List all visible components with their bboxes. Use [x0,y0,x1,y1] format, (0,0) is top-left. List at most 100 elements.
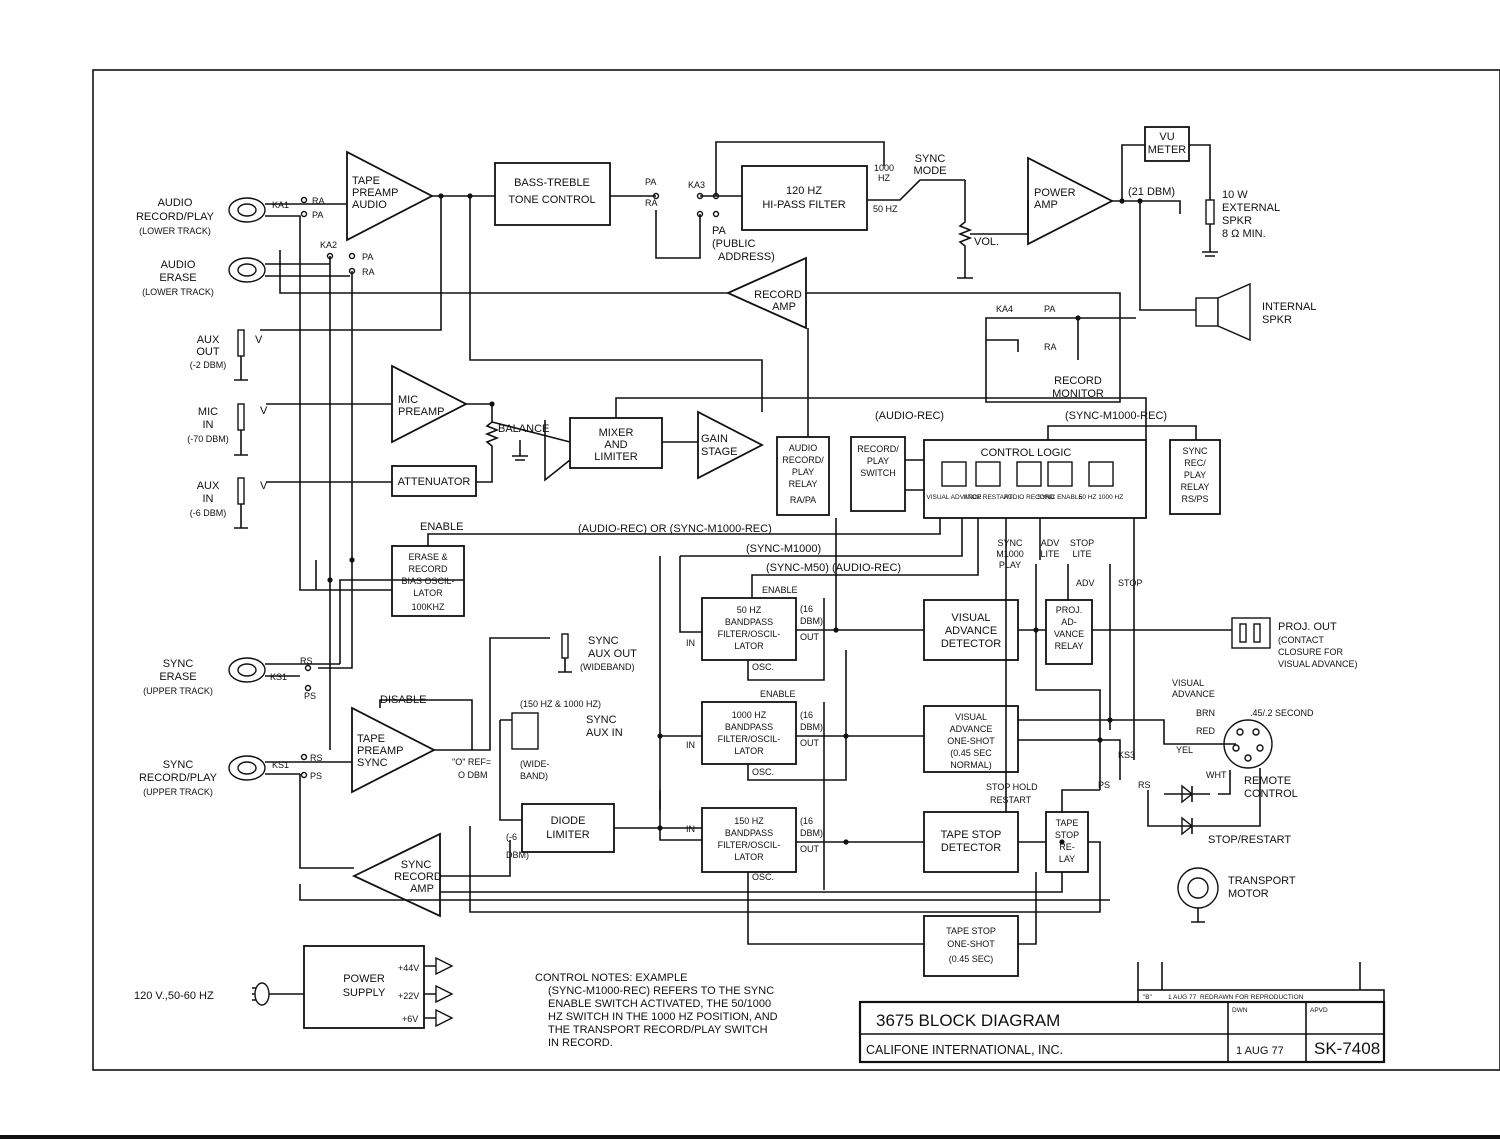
svg-text:10 W: 10 W [1222,189,1248,201]
svg-text:WHT: WHT [1206,770,1227,780]
internal-speaker-icon [1195,282,1251,342]
svg-text:BRN: BRN [1196,708,1215,718]
svg-text:1000 HZ: 1000 HZ [732,710,767,720]
mic-in-label-3: (-70 DBM) [187,434,229,444]
svg-text:KA2: KA2 [320,240,337,250]
diode-limiter: DIODE LIMITER (-6 DBM) [506,803,615,860]
svg-text:STOP/RESTART: STOP/RESTART [1208,834,1291,846]
svg-text:120 HZ: 120 HZ [786,185,822,197]
power-supply: POWER SUPPLY +44V +22V +6V 120 V.,50-60 … [134,945,454,1029]
svg-text:RELAY: RELAY [1181,482,1210,492]
svg-text:RS: RS [300,656,313,666]
svg-text:EXTERNAL: EXTERNAL [1222,202,1280,214]
svg-text:SPKR: SPKR [1262,314,1292,326]
tape-preamp-audio: TAPE PREAMP AUDIO [346,150,434,242]
svg-text:IN: IN [686,824,695,834]
svg-text:BANDPASS: BANDPASS [725,617,773,627]
svg-text:KS3: KS3 [1118,750,1135,760]
svg-text:PLAY: PLAY [867,456,889,466]
svg-text:DIODE: DIODE [551,815,586,827]
svg-text:AUDIO RECORD: AUDIO RECORD [1004,494,1055,501]
remote-control-connector: VISUAL ADVANCE .45/.2 SECOND BRN RED YEL… [986,678,1314,846]
audio-erase-label-3: (LOWER TRACK) [142,287,214,297]
svg-text:OUT: OUT [800,632,820,642]
company-name: CALIFONE INTERNATIONAL, INC. [866,1043,1063,1057]
svg-text:SYNC: SYNC [915,153,946,165]
sync-record-amp: SYNC RECORD AMP [351,832,442,918]
svg-text:ADV: ADV [1041,538,1060,548]
transport-motor-icon: TRANSPORT MOTOR [1177,867,1296,923]
sync-erase-label-2: ERASE [159,671,196,683]
svg-text:REC/: REC/ [1184,458,1206,468]
record-amp: RECORD AMP [725,256,807,330]
svg-text:METER: METER [1148,144,1187,156]
svg-text:(CONTACT: (CONTACT [1278,635,1324,645]
svg-text:(16: (16 [800,604,813,614]
svg-text:VISUAL: VISUAL [951,612,990,624]
svg-text:KS1: KS1 [272,760,289,770]
svg-text:SYNC: SYNC [586,714,617,726]
erase-bias-oscillator: ERASE & RECORD BIAS OSCIL- LATOR 100KHZ [391,545,465,617]
svg-text:STOP RESTART: STOP RESTART [963,494,1012,501]
svg-text:8 Ω MIN.: 8 Ω MIN. [1222,228,1266,240]
svg-text:RECORD: RECORD [408,564,448,574]
sync-rec-play-label-2: RECORD/PLAY [139,772,218,784]
diode-symbols [1164,784,1210,836]
svg-text:(SYNC-M1000): (SYNC-M1000) [746,543,821,555]
svg-text:RA: RA [362,267,375,277]
sync-erase-jack: SYNC ERASE (UPPER TRACK) [143,657,340,696]
svg-text:REDRAWN FOR REPRODUCTION: REDRAWN FOR REPRODUCTION [1200,994,1304,1001]
bandpass-1000hz: 1000 HZ BANDPASS FILTER/OSCIL- LATOR [701,701,797,765]
svg-text:OSC.: OSC. [752,767,774,777]
svg-text:OUT: OUT [800,738,820,748]
svg-text:"B": "B" [1143,994,1153,1001]
svg-text:PREAMP: PREAMP [398,406,444,418]
svg-text:KA1: KA1 [272,200,289,210]
svg-text:VISUAL ADVANCE): VISUAL ADVANCE) [1278,659,1358,669]
svg-text:PLAY: PLAY [999,560,1021,570]
svg-text:DETECTOR: DETECTOR [941,638,1001,650]
svg-text:TAPE STOP: TAPE STOP [946,926,996,936]
svg-text:ONE-SHOT: ONE-SHOT [947,939,995,949]
svg-text:50 HZ 1000 HZ: 50 HZ 1000 HZ [1079,494,1123,501]
svg-text:(WIDEBAND): (WIDEBAND) [580,662,635,672]
mic-in-jack: V MIC IN (-70 DBM) [187,403,268,456]
svg-text:(SYNC-M50) (AUDIO-REC): (SYNC-M50) (AUDIO-REC) [766,562,901,574]
svg-text:50 HZ: 50 HZ [873,204,898,214]
svg-text:RECORD: RECORD [394,871,442,883]
svg-text:1 AUG 77: 1 AUG 77 [1168,994,1197,1001]
svg-text:SYNC: SYNC [401,859,432,871]
mains-label: 120 V.,50-60 HZ [134,990,214,1002]
aux-in-jack: V AUX IN (-6 DBM) [190,477,268,529]
drawing-border [92,69,1500,1071]
svg-text:DBM): DBM) [506,850,529,860]
svg-text:KA4: KA4 [996,304,1013,314]
svg-text:AD-: AD- [1061,617,1077,627]
svg-text:PA: PA [1044,304,1055,314]
svg-text:TAPE: TAPE [352,175,380,187]
svg-text:VISUAL: VISUAL [1172,678,1204,688]
svg-text:BALANCE: BALANCE [498,423,549,435]
svg-text:RECORD/: RECORD/ [782,455,824,465]
diagram-title: 3675 BLOCK DIAGRAM [876,1011,1060,1030]
svg-text:(SYNC-M1000-REC) REFERS TO THE: (SYNC-M1000-REC) REFERS TO THE SYNC [548,985,774,997]
svg-text:STOP: STOP [1055,830,1079,840]
svg-text:RA: RA [645,198,658,208]
svg-text:SYNC ENABLE: SYNC ENABLE [1037,494,1083,501]
svg-text:LAY: LAY [1059,854,1075,864]
svg-text:50 HZ: 50 HZ [737,605,762,615]
visual-advance-button [941,461,967,487]
svg-text:HI-PASS FILTER: HI-PASS FILTER [762,199,845,211]
svg-text:BIAS OSCIL-: BIAS OSCIL- [401,576,454,586]
svg-text:SUPPLY: SUPPLY [343,987,386,999]
svg-text:(AUDIO-REC): (AUDIO-REC) [875,410,944,422]
sync-rec-play-jack: SYNC RECORD/PLAY (UPPER TRACK) [139,755,300,797]
svg-text:VOL.: VOL. [974,236,999,248]
svg-text:RS/PS: RS/PS [1181,494,1208,504]
audio-rec-play-label-3: (LOWER TRACK) [139,226,211,236]
svg-text:FILTER/OSCIL-: FILTER/OSCIL- [718,734,781,744]
svg-text:SYNC: SYNC [1182,446,1208,456]
svg-text:INTERNAL: INTERNAL [1262,301,1316,313]
